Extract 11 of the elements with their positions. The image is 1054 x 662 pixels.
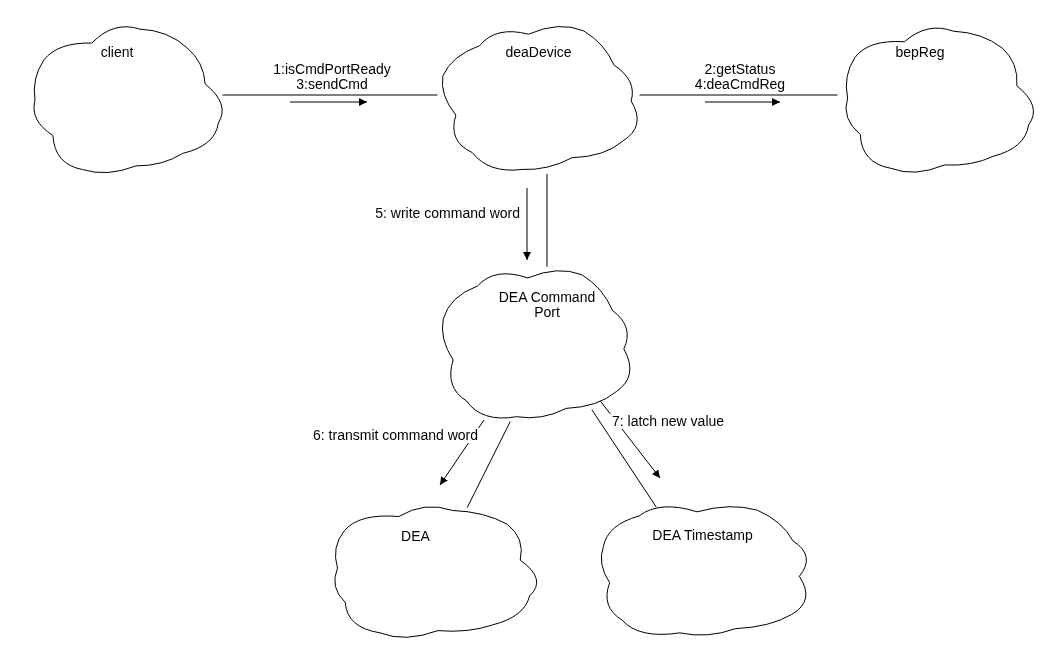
object-name: deaDevice [505,45,572,61]
connector-line [546,173,548,268]
object-name: DEA [401,529,430,545]
object-name: DEA Command Port [497,290,597,321]
connector-line [466,420,511,508]
connector-line [591,409,657,508]
connector-line [639,94,838,96]
connector-line [222,94,438,96]
object-name: client [100,45,134,61]
object-name: DEA Timestamp [652,528,753,544]
object-name: bepReg [895,45,945,61]
